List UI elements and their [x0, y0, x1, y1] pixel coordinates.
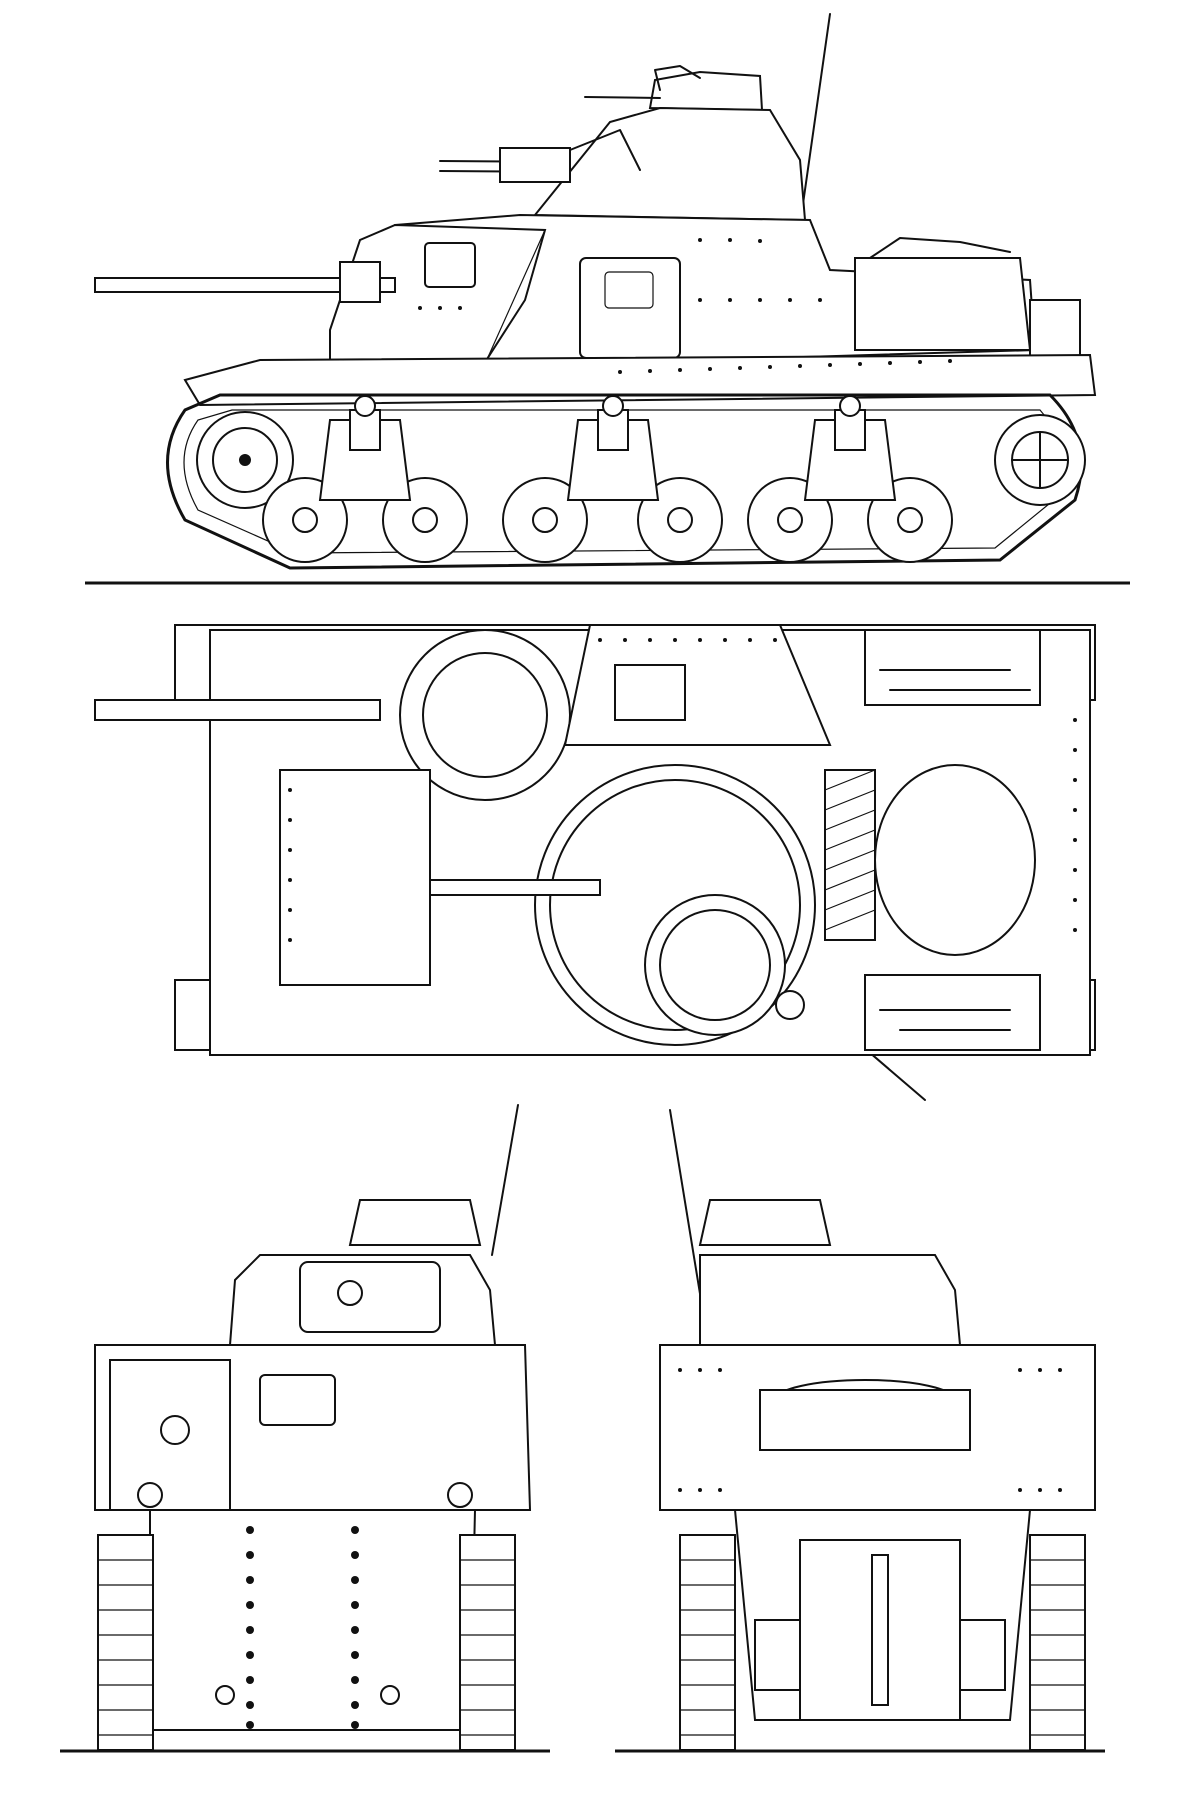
side-turret — [532, 106, 807, 222]
top-cupola — [644, 894, 786, 1036]
top-tool-rack-upper — [864, 629, 1041, 706]
side-sponson-gun — [94, 277, 396, 293]
top-view — [94, 624, 1096, 1101]
rear-turret — [699, 1254, 962, 1346]
rear-view — [615, 1109, 1105, 1753]
front-cupola — [348, 1199, 482, 1246]
front-headlight-right — [447, 1482, 473, 1508]
front-view — [60, 1104, 550, 1753]
front-sponson-gun-port — [109, 1359, 231, 1511]
side-view — [85, 13, 1130, 585]
front-track-right — [459, 1534, 516, 1751]
rear-cupola — [698, 1199, 832, 1246]
front-gun-muzzle — [337, 1280, 363, 1306]
front-tow-hook — [215, 1685, 235, 1705]
front-gun-mantlet — [299, 1261, 441, 1333]
side-track — [166, 393, 1083, 570]
top-rear-hatch — [874, 764, 1036, 956]
side-idler-wheel — [994, 414, 1086, 506]
top-tool-rack-lower — [864, 974, 1041, 1051]
top-sponson-mount — [399, 629, 571, 801]
front-driver-port — [259, 1374, 336, 1426]
top-antenna-base — [775, 990, 805, 1020]
rear-rivets — [678, 1368, 1062, 1492]
side-vision-port — [424, 242, 476, 288]
front-headlight-left — [137, 1482, 163, 1508]
side-antenna — [799, 13, 831, 226]
side-rear-box — [854, 257, 1032, 351]
top-hatch — [614, 664, 686, 721]
rear-track-right — [1029, 1534, 1086, 1751]
front-track-left — [97, 1534, 154, 1751]
top-engine-grille — [824, 769, 876, 941]
rear-suspension — [754, 1619, 801, 1691]
side-exhaust — [1029, 299, 1081, 361]
top-sponson-gun — [94, 699, 381, 721]
side-cupola-mg — [584, 96, 661, 99]
top-rivets — [288, 638, 1077, 942]
top-front-plate — [279, 769, 431, 986]
side-return-roller — [354, 395, 376, 417]
front-antenna — [491, 1104, 519, 1256]
side-suspension-bogies — [318, 409, 897, 501]
front-hinge-rows — [246, 1526, 359, 1729]
side-cupola — [648, 70, 764, 112]
side-rivets — [418, 238, 952, 374]
side-hull-lower — [183, 353, 1097, 407]
front-lower-hull — [149, 1509, 477, 1731]
side-drive-sprocket — [196, 411, 294, 509]
rear-track-left — [679, 1534, 736, 1751]
